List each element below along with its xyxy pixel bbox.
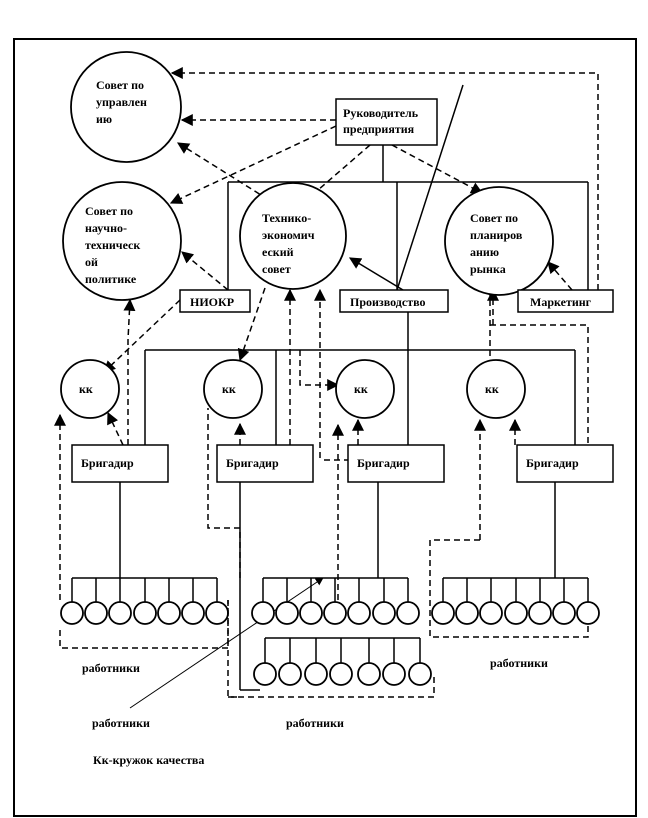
council-scitech-line: Совет по [85,204,133,218]
council-market: Совет по планиров анию рынка [444,186,554,296]
foreman-label: Бригадир [526,456,579,470]
council-management-line: ию [96,112,112,126]
marketing-label: Маркетинг [530,295,592,309]
workers-group-3 [253,637,432,686]
council-scitech-line: политике [85,272,137,286]
worker-node [304,662,328,686]
council-management-line: Совет по [96,78,144,92]
council-scitech-line: ой [85,255,98,269]
legend-text: Кк-кружок качества [93,753,204,767]
council-market-line: анию [470,245,499,259]
kk-label: кк [79,382,93,396]
worker-node [396,601,420,625]
worker-node [431,601,455,625]
head-line: Руководитель [343,106,419,120]
kk-circle-2: кк [203,359,263,419]
worker-node [479,601,503,625]
worker-node [251,601,275,625]
council-market-line: планиров [470,228,523,242]
worker-node [408,662,432,686]
head-box: Руководитель предприятия [335,98,438,146]
foreman-label: Бригадир [226,456,279,470]
production-label: Производство [350,295,426,309]
head-line: предприятия [343,122,415,136]
worker-node [84,601,108,625]
council-techecon-line: экономич [262,228,315,242]
worker-node [323,601,347,625]
worker-node [275,601,299,625]
worker-node [133,601,157,625]
foreman-label: Бригадир [81,456,134,470]
kk-label: кк [485,382,499,396]
council-scitech-line: научно- [85,221,127,235]
workers-label: работники [490,656,548,670]
foreman-box-3: Бригадир [347,444,445,483]
worker-node [299,601,323,625]
worker-node [576,601,600,625]
worker-node [455,601,479,625]
foreman-label: Бригадир [357,456,410,470]
foreman-box-4: Бригадир [516,444,614,483]
kk-circle-1: кк [60,359,120,419]
workers-label: работники [82,661,140,675]
council-techecon-line: Технико- [262,211,311,225]
council-market-line: Совет по [470,211,518,225]
kk-circle-3: кк [335,359,395,419]
worker-node [528,601,552,625]
council-techecon: Технико- экономич еский совет [239,182,347,290]
worker-node [253,662,277,686]
kk-circle-4: кк [466,359,526,419]
worker-node [382,662,406,686]
council-scitech-line: техническ [85,238,140,252]
kk-label: кк [222,382,236,396]
council-techecon-line: еский [262,245,294,259]
production-box: Производство [339,289,449,313]
council-management: Совет по управлен ию [70,51,182,163]
workers-label: работники [286,716,344,730]
diagram-frame [13,38,637,817]
worker-node [278,662,302,686]
marketing-box: Маркетинг [517,289,614,313]
workers-group-2 [251,577,420,625]
solid-connectors [119,84,589,709]
worker-node [372,601,396,625]
kk-label: кк [354,382,368,396]
worker-node [357,662,381,686]
worker-node [157,601,181,625]
foreman-box-2: Бригадир [216,444,314,483]
worker-node [181,601,205,625]
council-market-line: рынка [470,262,506,276]
worker-node [329,662,353,686]
worker-node [504,601,528,625]
council-techecon-line: совет [262,262,291,276]
worker-node [552,601,576,625]
niokr-label: НИОКР [190,295,234,309]
worker-node [108,601,132,625]
workers-group-1 [60,577,229,625]
worker-node [347,601,371,625]
workers-group-4 [431,577,600,625]
worker-node [205,601,229,625]
council-scitech: Совет по научно- техническ ой политике [62,181,182,301]
council-management-line: управлен [96,95,147,109]
niokr-box: НИОКР [179,289,251,313]
foreman-box-1: Бригадир [71,444,169,483]
worker-node [60,601,84,625]
workers-label: работники [92,716,150,730]
